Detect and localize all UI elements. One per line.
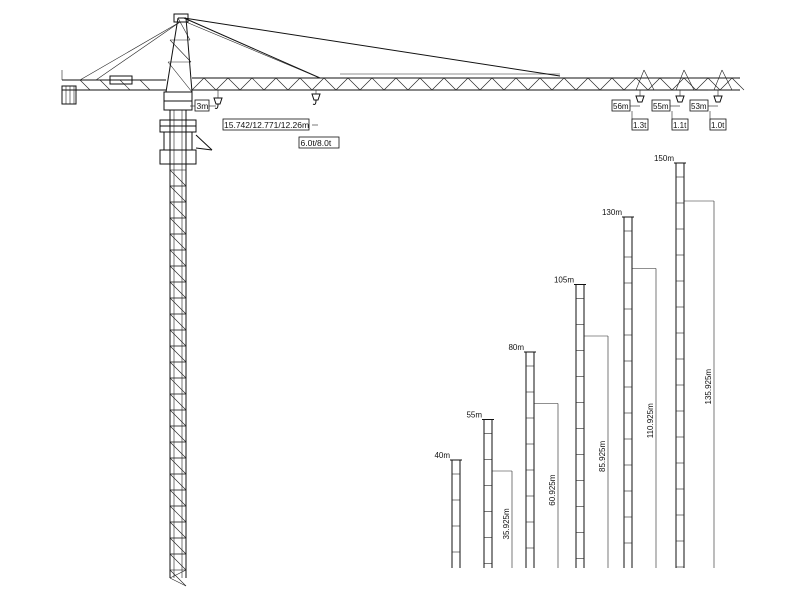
total-height-label: 55m [466, 411, 482, 420]
total-height-label: 80m [508, 343, 524, 352]
jib-length-label: 15.742/12.771/12.26m [222, 118, 318, 131]
height-config-1: 40m [434, 451, 462, 568]
jib-tip-2: 55m 1.1t [651, 69, 700, 131]
jib-tip-radius: 53m [691, 102, 707, 111]
climbing-frame [159, 119, 213, 165]
trolley-hook-1 [213, 90, 223, 109]
height-configurations: 40m 55m 35.925m 80m 60.925m 105m 85.925m 130m 11… [434, 154, 715, 568]
slewing-unit [163, 91, 193, 111]
total-height-label: 40m [434, 451, 450, 460]
counterweight [61, 85, 77, 105]
total-height-label: 105m [554, 276, 574, 285]
min-radius-label: 3m [190, 99, 216, 112]
jib-tip-load: 1.3t [633, 121, 647, 130]
total-height-label: 150m [654, 154, 674, 163]
counter-jib [61, 21, 181, 105]
height-config-4: 105m 85.925m [554, 276, 609, 568]
height-config-3: 80m 60.925m [508, 343, 559, 568]
max-load-label: 6.0t/8.0t [298, 136, 340, 149]
hook-height-label: 135.925m [704, 369, 713, 405]
height-config-2: 55m 35.925m [466, 411, 513, 568]
jib-tip-radius: 55m [653, 102, 669, 111]
height-config-5: 130m 110.925m [602, 208, 657, 568]
hook-height-label: 60.925m [548, 474, 557, 505]
min-radius-text: 3m [197, 101, 209, 111]
tower-crane: 3m 15.742/12.771/12.26m 6.0t/8.0t [61, 13, 745, 587]
height-config-6: 150m 135.925m [654, 154, 715, 568]
jib-tip-1: 56m 1.3t [611, 69, 660, 131]
hoist-winch [109, 75, 133, 85]
jib-length-text: 15.742/12.771/12.26m [224, 120, 309, 130]
jib-tip-radius: 56m [613, 102, 629, 111]
total-height-label: 130m [602, 208, 622, 217]
jib-tip-load: 1.0t [711, 121, 725, 130]
hook-height-label: 35.925m [502, 508, 511, 539]
crane-mast [169, 110, 187, 587]
trolley-hook-2 [311, 90, 321, 105]
main-jib [183, 17, 745, 91]
max-load-text: 6.0t/8.0t [301, 138, 332, 148]
jib-tip-load: 1.1t [673, 121, 687, 130]
jib-tip-3: 53m 1.0t [689, 69, 738, 131]
cat-head [165, 13, 193, 93]
hook-height-label: 110.925m [646, 403, 655, 438]
jib-tip-details: 56m 1.3t 55m 1.1t 53m 1.0t [611, 69, 738, 131]
hook-height-label: 85.925m [598, 441, 607, 472]
